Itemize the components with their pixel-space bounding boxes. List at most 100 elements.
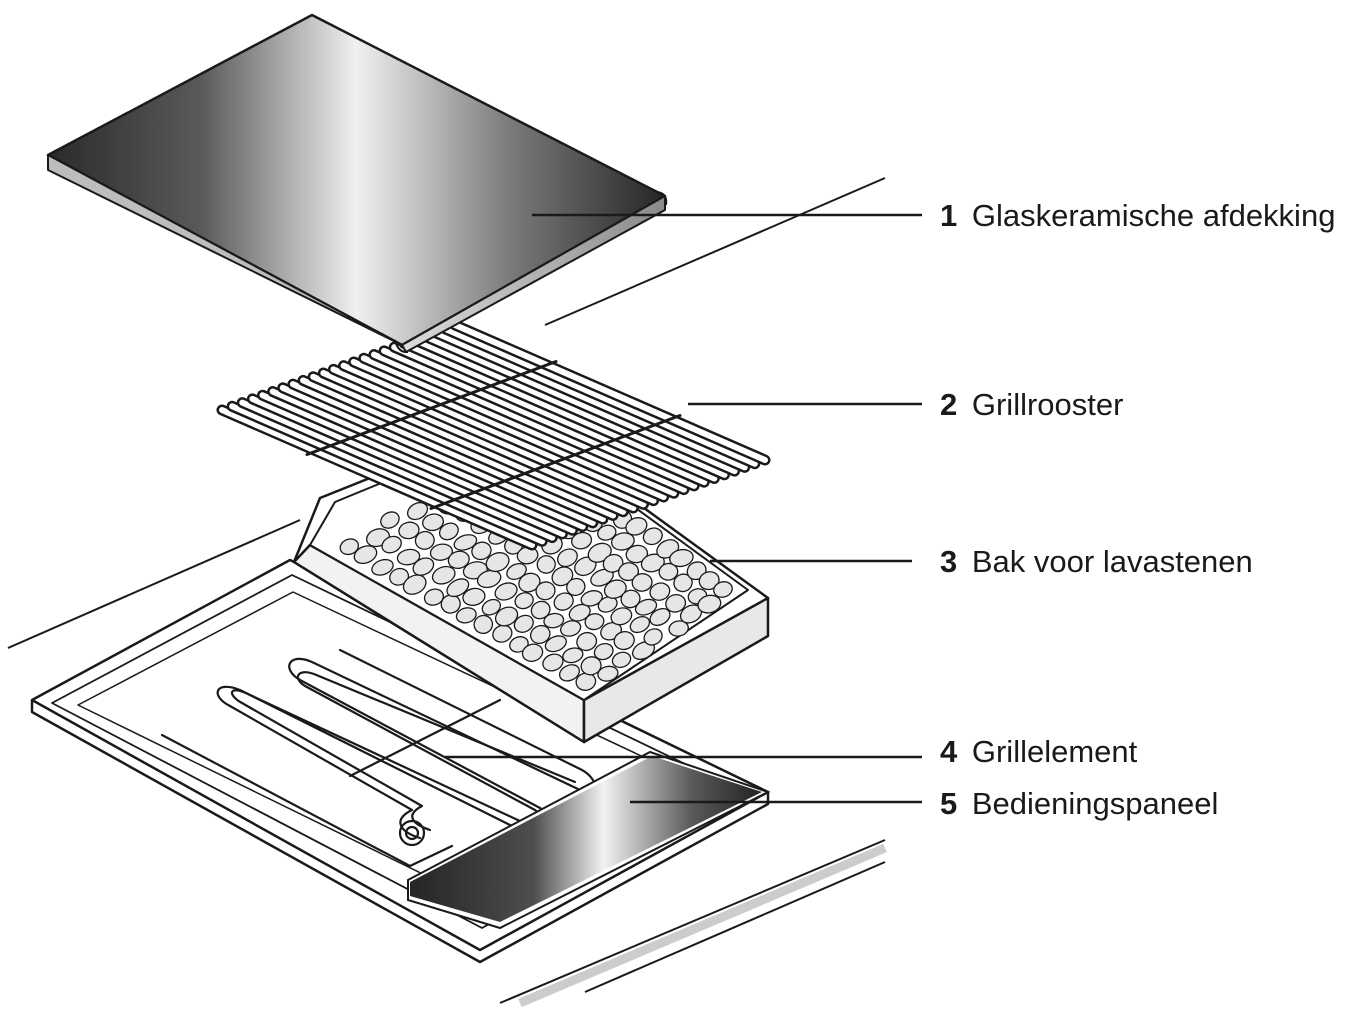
lava-stone: [553, 592, 574, 611]
rack-bar: [330, 366, 647, 508]
rack-bar: [279, 384, 596, 526]
lava-stone: [590, 568, 614, 587]
lava-stone: [625, 544, 649, 564]
lava-stone: [453, 534, 478, 551]
lava-stone: [389, 567, 410, 586]
part-number-1: 1: [940, 198, 957, 233]
lava-stone: [518, 572, 541, 593]
rack-bar: [219, 407, 535, 548]
lava-stone: [412, 557, 435, 576]
lava-stone: [613, 631, 635, 651]
lava-stone: [602, 553, 624, 573]
lava-stone: [642, 527, 663, 546]
part-number-2: 2: [940, 387, 957, 422]
lava-stone: [631, 573, 653, 592]
part-label-5: 5 Bedieningspaneel: [940, 786, 1218, 821]
lava-stone: [530, 600, 551, 620]
lava-stone: [429, 543, 453, 561]
lava-stone: [640, 553, 665, 573]
lava-stone: [575, 672, 597, 691]
part-name-1: Glaskeramische afdekking: [972, 198, 1336, 233]
lava-stone: [629, 616, 651, 634]
lava-stone: [618, 562, 640, 582]
rack-bar: [239, 399, 556, 541]
lava-stone: [494, 582, 518, 601]
lava-stone: [713, 581, 733, 598]
lava-stone: [446, 578, 470, 598]
lava-stone: [568, 603, 591, 622]
lava-stone: [494, 606, 519, 627]
rack-bar: [411, 336, 728, 478]
lava-stone: [584, 613, 605, 631]
lava-stone: [440, 594, 461, 614]
lava-stone: [544, 635, 567, 653]
lava-stone: [665, 594, 687, 613]
lava-stone: [339, 538, 360, 556]
rack-bar: [259, 392, 576, 534]
part-labels: 1 Glaskeramische afdekking 2 Grillrooste…: [940, 198, 1335, 821]
lava-stone: [398, 521, 420, 540]
lava-stone: [668, 620, 689, 637]
lava-stone: [402, 574, 427, 595]
part-number-4: 4: [940, 734, 958, 769]
lava-stone: [381, 535, 402, 554]
lava-stone: [406, 501, 429, 521]
rack-bar: [381, 347, 698, 489]
lava-stone: [559, 620, 582, 637]
lava-stone: [562, 647, 584, 664]
lava-stone: [576, 631, 598, 652]
rack-bar: [370, 351, 687, 493]
lava-stone: [447, 550, 470, 570]
glass-ceramic-cover: [46, 13, 668, 354]
lava-stone: [603, 579, 627, 599]
rack-bar: [350, 358, 667, 500]
lava-stone: [481, 598, 502, 616]
rack-bar: [441, 325, 758, 467]
part-name-4: Grillelement: [972, 734, 1138, 769]
rack-bar: [421, 333, 738, 475]
lava-stone: [513, 614, 534, 633]
lava-stone: [551, 566, 574, 587]
lava-stone: [521, 643, 544, 662]
lava-stone: [492, 624, 513, 643]
rack-cross-bar: [429, 414, 682, 510]
lava-stone: [634, 598, 658, 616]
part-number-3: 3: [940, 544, 957, 579]
lava-stone: [485, 552, 510, 573]
lava-stone: [509, 636, 529, 653]
rack-bar: [229, 403, 546, 545]
lava-stone: [669, 548, 694, 568]
rack-bar: [452, 322, 768, 463]
lava-stone: [506, 562, 527, 581]
lava-stone: [697, 594, 722, 614]
rack-bar: [300, 377, 617, 519]
lava-stone: [557, 548, 578, 568]
lava-stone: [566, 577, 586, 597]
lava-stone: [380, 511, 400, 529]
lava-stone: [476, 569, 502, 589]
control-panel: [407, 750, 771, 930]
part-number-5: 5: [940, 786, 957, 821]
lava-stone: [597, 524, 617, 541]
lava-stone: [611, 651, 632, 669]
part-label-3: 3 Bak voor lavastenen: [940, 544, 1253, 579]
rack-bar: [391, 344, 708, 486]
rack-bar: [249, 395, 566, 537]
lava-stone: [593, 642, 614, 661]
grill-element: [160, 648, 597, 868]
lava-stone: [597, 665, 619, 682]
rack-cross-bar: [305, 360, 558, 456]
lava-stone: [580, 590, 603, 607]
part-name-2: Grillrooster: [972, 387, 1124, 422]
lava-stone: [471, 541, 492, 561]
lava-stone: [438, 522, 459, 541]
rack-bar: [340, 362, 657, 504]
lava-stone: [620, 589, 641, 609]
lava-stone: [649, 582, 671, 601]
lava-stone: [571, 531, 593, 550]
lava-stone: [529, 624, 551, 645]
rack-bar: [269, 388, 586, 530]
part-label-1: 1 Glaskeramische afdekking: [940, 198, 1335, 233]
lava-stone: [431, 565, 456, 585]
